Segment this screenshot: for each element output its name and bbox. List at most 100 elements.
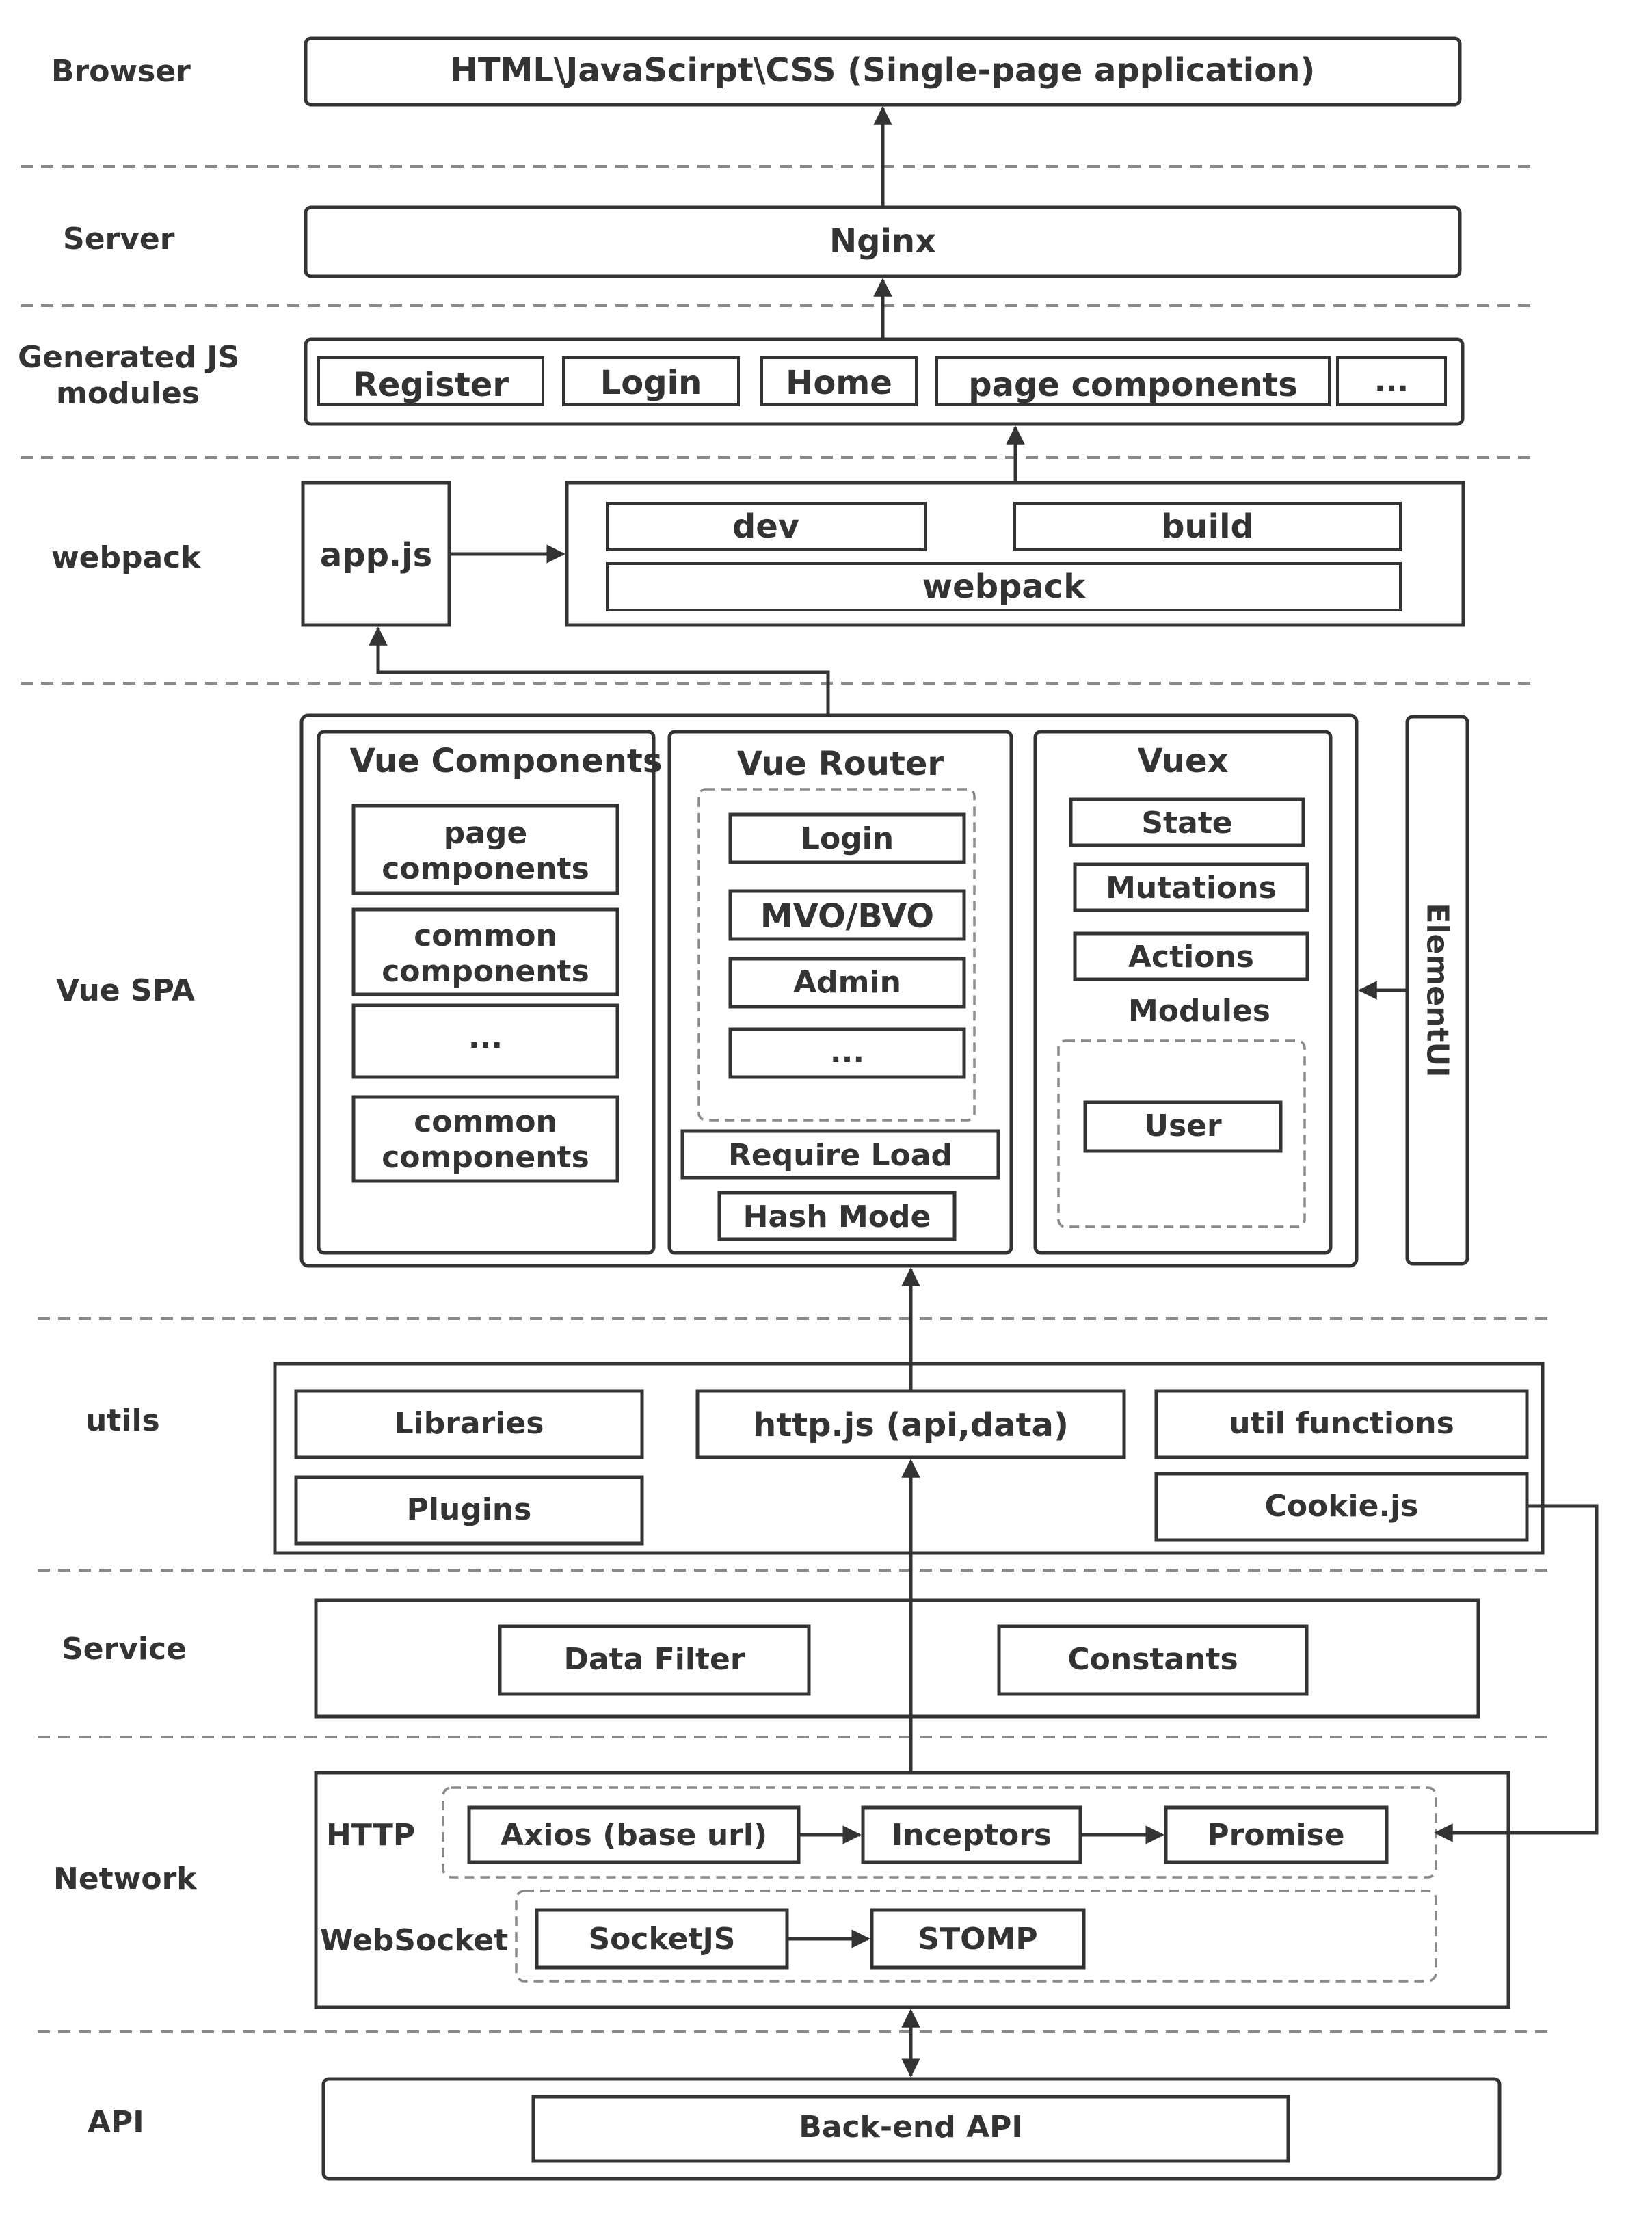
components-more-label: ... [468,1020,503,1055]
app-js-box [301,481,451,627]
stomp-box [870,1908,1086,1970]
utils-layer: Libraries Plugins http.js (api,data) uti… [273,1362,1545,1555]
webpack-inner-label: webpack [922,568,1086,606]
element-ui-label: ElementUI [1420,903,1455,1077]
route-admin-box [728,957,966,1009]
webpack-inner-box [606,562,1402,611]
cookie-js-label: Cookie.js [1265,1489,1419,1524]
vuex-mutations-label: Mutations [1106,871,1277,905]
route-mvo-bvo-box [728,889,966,941]
page-components-box [351,804,620,895]
module-login-box [562,356,740,406]
websocket-label: WebSocket [320,1923,508,1958]
module-register-box [317,356,544,406]
layer-label-generated-line1: Generated JS [18,340,239,375]
common-components-2-label-line2: components [382,1140,589,1175]
layer-label-utils: utils [85,1403,160,1438]
module-more-box [1336,356,1447,406]
vuex-title: Vuex [1137,742,1228,780]
inceptors-box [861,1805,1082,1864]
layer-label-server: Server [63,222,175,256]
layer-label-generated-line2: modules [56,376,200,411]
browser-box [304,36,1462,107]
vuex-modules-label: Modules [1128,994,1270,1029]
router-routes-group [697,788,976,1122]
route-more-label: ... [830,1035,864,1070]
hash-mode-box [717,1191,957,1241]
axios-label: Axios (base url) [501,1818,767,1853]
common-components-box-2 [351,1095,620,1183]
components-more-box [351,1003,620,1079]
require-load-box [680,1129,1000,1180]
vuex-modules-group [1057,1039,1306,1228]
service-layer: Data Filter Constants [314,1598,1480,1719]
data-filter-label: Data Filter [563,1642,745,1677]
route-admin-label: Admin [793,965,901,1000]
stomp-label: STOMP [918,1922,1037,1957]
socketjs-label: SocketJS [588,1922,735,1957]
http-label: HTTP [326,1818,415,1853]
vue-components-title: Vue Components [350,742,663,780]
vue-spa-layer: Vue Components page components common co… [299,713,1469,1268]
backend-api-box [531,2095,1290,2163]
build-label: build [1161,507,1254,546]
layer-label-vuespa: Vue SPA [56,973,195,1008]
module-home-label: Home [786,364,892,402]
app-js-label: app.js [320,536,432,574]
vuex-state-box [1069,797,1305,847]
layer-label-browser: Browser [51,54,191,89]
module-login-label: Login [600,364,702,402]
data-filter-box [498,1624,811,1696]
inceptors-label: Inceptors [892,1818,1052,1853]
browser-layer: HTML\JavaScirpt\CSS (Single-page applica… [304,36,1462,107]
backend-api-label: Back-end API [799,2110,1023,2145]
util-functions-label: util functions [1229,1406,1454,1441]
common-components-box-1 [351,907,620,996]
layer-label-service: Service [62,1632,187,1667]
arrow-vuespa-to-app [369,626,830,715]
vuex-actions-box [1073,931,1309,981]
vuex-module-user-label: User [1144,1109,1222,1143]
nginx-label: Nginx [829,222,936,261]
browser-box-label: HTML\JavaScirpt\CSS (Single-page applica… [451,51,1316,90]
route-login-label: Login [801,821,894,856]
layer-label-webpack: webpack [51,540,202,575]
websocket-group [515,1890,1437,1983]
module-page-components-label: page components [968,366,1298,404]
layer-label-api: API [88,2105,144,2140]
route-login-box [728,812,966,864]
vuex-actions-label: Actions [1128,940,1254,975]
page-components-label-line2: components [382,851,589,886]
dev-label: dev [732,507,799,546]
route-mvo-bvo-label: MVO/BVO [760,897,934,936]
promise-label: Promise [1207,1818,1344,1853]
route-more-box [728,1027,966,1079]
module-register-label: Register [353,366,509,404]
constants-label: Constants [1067,1642,1238,1677]
common-components-1-label-line1: common [414,918,557,953]
http-js-label: http.js (api,data) [753,1406,1069,1444]
dev-box [606,502,927,551]
hash-mode-label: Hash Mode [743,1200,931,1234]
libraries-label: Libraries [395,1406,544,1441]
generated-modules-layer: Register Login Home page components ... [304,337,1465,426]
module-home-box [760,356,918,406]
build-box [1013,502,1402,551]
layer-label-network: Network [53,1861,198,1896]
vuex-module-user-box [1083,1100,1283,1153]
connectors [369,106,1599,2078]
plugins-label: Plugins [407,1492,532,1527]
plugins-box [294,1475,644,1546]
api-layer: Back-end API [321,2077,1502,2181]
util-functions-box [1154,1389,1529,1459]
server-layer: Nginx [304,205,1462,278]
layer-separators [21,165,1549,2033]
page-components-label-line1: page [444,816,528,851]
libraries-box [294,1389,644,1459]
layer-labels: Browser Server Generated JS modules webp… [18,54,239,2140]
module-page-components-box [935,356,1331,406]
vue-router-title: Vue Router [737,745,944,783]
arrow-cookie-to-network [1434,1504,1599,1842]
common-components-2-label-line1: common [414,1104,557,1139]
